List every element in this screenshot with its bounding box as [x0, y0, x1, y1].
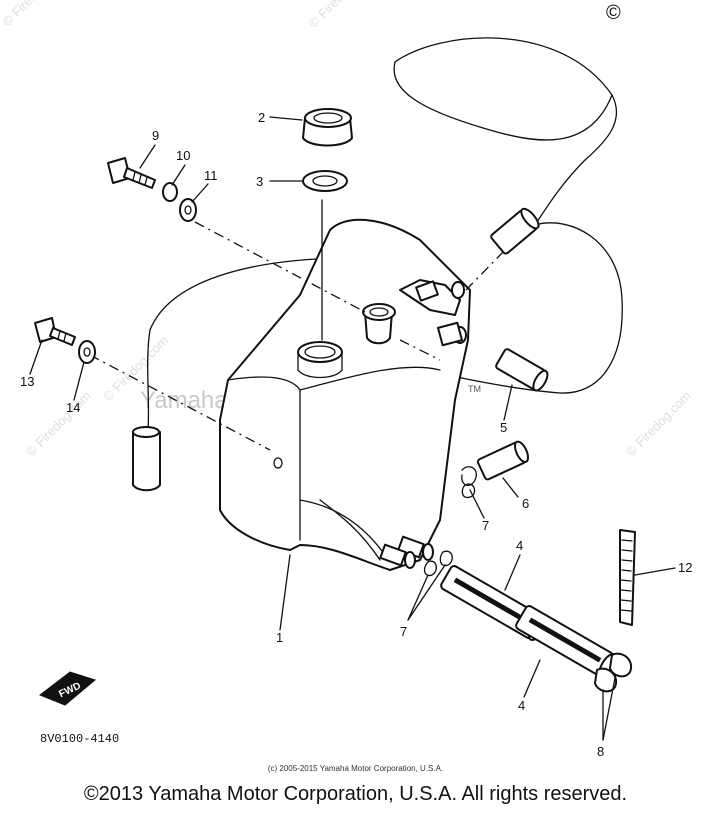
callout-1: 1 — [276, 630, 283, 645]
main-copyright: ©2013 Yamaha Motor Corporation, U.S.A. A… — [83, 783, 628, 805]
callout-7: 7 — [482, 518, 489, 533]
firedog-watermark: © Firedog.com — [306, 0, 377, 31]
plain-washer — [179, 198, 197, 222]
hose-segment — [490, 207, 540, 255]
callout-5: 5 — [500, 420, 507, 435]
cap-gasket — [302, 170, 348, 192]
callout-14: 14 — [66, 400, 80, 415]
alignment-line — [399, 339, 441, 361]
hose-segment — [132, 426, 161, 492]
hose-loop-inner — [393, 61, 613, 141]
hose-5 — [495, 348, 549, 392]
firedog-watermark: © Firedog.com — [0, 0, 70, 29]
tm-mark: TM — [468, 384, 481, 394]
small-copyright: (c) 2005-2015 Yamaha Motor Corporation, … — [267, 764, 444, 773]
hose-6 — [476, 440, 530, 481]
cable-tie — [619, 529, 636, 626]
callout-13: 13 — [20, 374, 34, 389]
corner-copyright-mark: © — [606, 2, 621, 24]
callout-10: 10 — [176, 148, 190, 163]
callout-8: 8 — [597, 744, 604, 759]
callout-4: 4 — [518, 698, 525, 713]
leader-lines — [29, 116, 676, 741]
hose-clip — [423, 466, 477, 577]
washer-14 — [78, 340, 96, 364]
lock-washer — [162, 182, 178, 202]
alignment-line — [465, 249, 506, 291]
callout-2: 2 — [258, 110, 265, 125]
bolt — [107, 157, 156, 189]
part-code: 8V0100-4140 — [40, 732, 119, 746]
bolt-13 — [34, 317, 76, 346]
callout-9: 9 — [152, 128, 159, 143]
callout-4: 4 — [516, 538, 523, 553]
callout-7: 7 — [400, 624, 407, 639]
callout-11: 11 — [204, 168, 218, 183]
firedog-watermark: © Firedog.com — [23, 388, 94, 459]
oil-tank — [219, 218, 471, 571]
callout-12: 12 — [678, 560, 692, 575]
callout-6: 6 — [522, 496, 529, 511]
hose-clamp — [594, 652, 633, 693]
callout-3: 3 — [256, 174, 263, 189]
alignment-line — [194, 221, 366, 313]
tank-cap — [302, 108, 353, 147]
callout-labels: 2 3 9 10 11 13 14 5 6 7 4 4 12 7 8 1 TM — [20, 110, 692, 759]
alignment-line — [89, 354, 271, 451]
firedog-watermark: © Firedog.com — [623, 388, 694, 459]
fwd-indicator: FWD — [38, 671, 97, 706]
